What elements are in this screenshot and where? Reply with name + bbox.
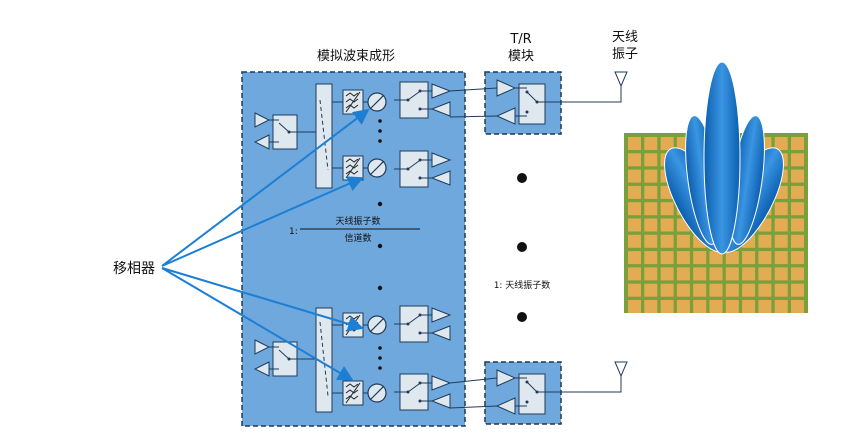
antenna-cell	[660, 300, 674, 313]
antenna-cell	[644, 283, 658, 297]
antenna-cell	[758, 283, 772, 297]
upper-channel-group	[254, 81, 451, 189]
antenna-cell	[644, 251, 658, 265]
antenna-cell	[709, 300, 723, 313]
antenna-cell	[774, 234, 788, 248]
ratio-denominator: 信道数	[344, 232, 371, 244]
antenna-cell	[742, 251, 756, 265]
antenna-cell	[774, 267, 788, 281]
phase-shifter-arrows	[161, 108, 370, 382]
antenna-cell	[628, 185, 641, 199]
antenna-cell	[791, 153, 804, 167]
antenna-cell	[791, 202, 804, 216]
antenna-cell	[660, 202, 674, 216]
antenna-top	[614, 71, 628, 99]
antenna-cell	[774, 137, 788, 150]
analog-beamforming-title: 模拟波束成形	[317, 49, 395, 64]
antenna-cell	[628, 202, 641, 216]
antenna-cell	[758, 300, 772, 313]
antenna-cell	[660, 234, 674, 248]
antenna-cell	[676, 300, 690, 313]
antenna-cell	[660, 218, 674, 232]
antenna-cell	[791, 169, 804, 183]
antenna-cell	[660, 267, 674, 281]
tr-ratio: 1: 天线振子数	[494, 279, 551, 291]
antenna-title-line2: 振子	[612, 47, 638, 62]
antenna-cell	[709, 267, 723, 281]
antenna-cell	[693, 283, 707, 297]
antenna-cell	[644, 218, 658, 232]
antenna-cell	[742, 267, 756, 281]
antenna-cell	[709, 283, 723, 297]
antenna-cell	[628, 218, 641, 232]
antenna-cell	[644, 234, 658, 248]
antenna-cell	[644, 300, 658, 313]
antenna-cell	[758, 251, 772, 265]
ellipsis-dot	[517, 312, 527, 322]
antenna-cell	[676, 283, 690, 297]
phase-shifter-label: 移相器	[113, 261, 155, 277]
antenna-cell	[693, 300, 707, 313]
antenna-cell	[628, 137, 641, 150]
antenna-cell	[791, 218, 804, 232]
lower-channel-group	[254, 305, 451, 413]
antenna-cell	[742, 300, 756, 313]
antenna-cell	[791, 185, 804, 199]
antenna-cell	[628, 169, 641, 183]
antenna-cell	[791, 300, 804, 313]
antenna-cell	[628, 267, 641, 281]
antenna-bottom	[614, 361, 628, 389]
ellipsis-dot	[517, 242, 527, 252]
antenna-cell	[742, 283, 756, 297]
antenna-cell	[644, 137, 658, 150]
antenna-title-line1: 天线	[612, 30, 638, 45]
antenna-cell	[725, 267, 739, 281]
antenna-cell	[628, 234, 641, 248]
antenna-cell	[693, 267, 707, 281]
antenna-cell	[774, 218, 788, 232]
antenna-cell	[725, 251, 739, 265]
antenna-cell	[774, 283, 788, 297]
antenna-cell	[644, 267, 658, 281]
antenna-cell	[628, 283, 641, 297]
antenna-cell	[660, 251, 674, 265]
beam-pattern	[664, 61, 784, 255]
antenna-cell	[628, 153, 641, 167]
antenna-cell	[693, 251, 707, 265]
ellipsis-dot	[517, 173, 527, 183]
tr-title-line1: T/R	[509, 32, 531, 47]
antenna-cell	[660, 137, 674, 150]
antenna-cell	[758, 267, 772, 281]
antenna-cell	[791, 267, 804, 281]
antenna-cell	[725, 300, 739, 313]
tr-title-line2: 模块	[508, 49, 534, 64]
antenna-cell	[644, 202, 658, 216]
antenna-cell	[660, 283, 674, 297]
antenna-cell	[774, 251, 788, 265]
antenna-cell	[758, 234, 772, 248]
antenna-cell	[774, 202, 788, 216]
antenna-cell	[774, 300, 788, 313]
antenna-cell	[644, 153, 658, 167]
antenna-cell	[791, 251, 804, 265]
antenna-cell	[644, 169, 658, 183]
antenna-cell	[791, 283, 804, 297]
antenna-cell	[709, 251, 723, 265]
antenna-cell	[725, 283, 739, 297]
antenna-cell	[628, 251, 641, 265]
antenna-cell	[676, 251, 690, 265]
ratio-numerator: 天线振子数	[335, 215, 380, 227]
antenna-cell	[791, 234, 804, 248]
antenna-cell	[644, 185, 658, 199]
antenna-cell	[628, 300, 641, 313]
antenna-cell	[676, 234, 690, 248]
antenna-cell	[676, 267, 690, 281]
ratio-prefix: 1:	[289, 227, 298, 237]
antenna-cell	[791, 137, 804, 150]
